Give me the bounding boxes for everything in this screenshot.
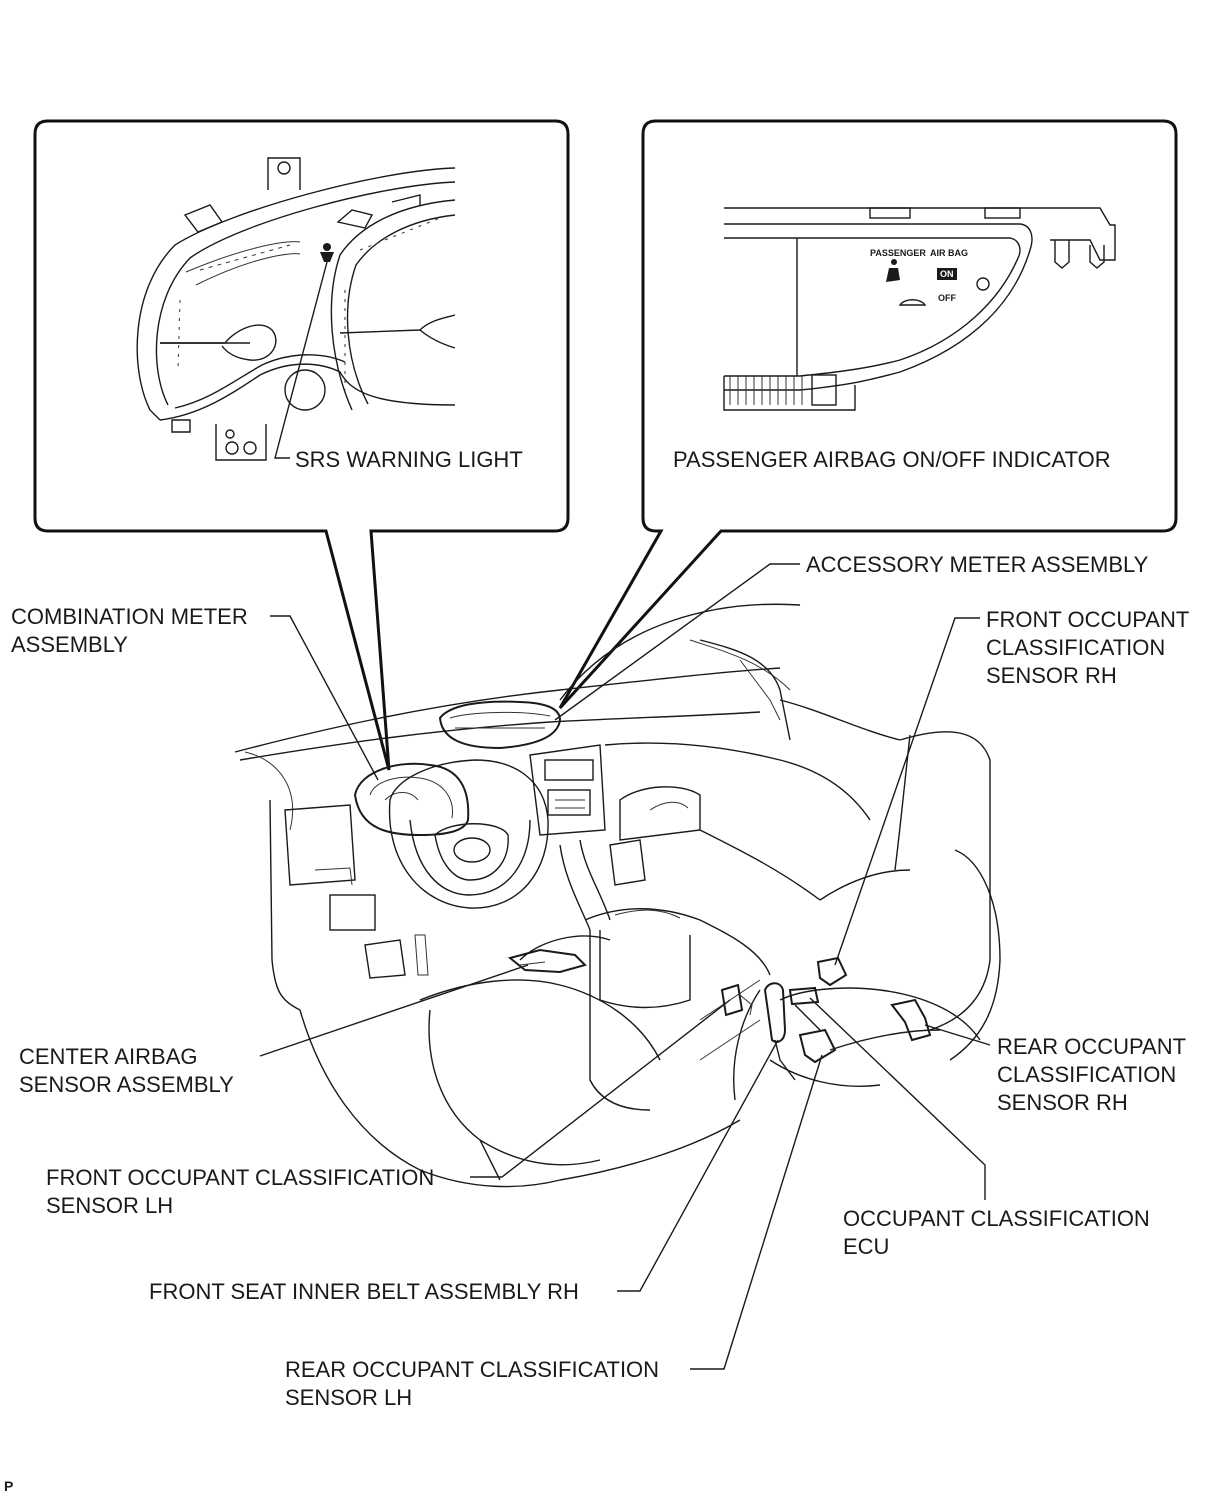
combination-meter-label-2: ASSEMBLY (11, 632, 128, 657)
front-ocs-lh-part (720, 983, 753, 1017)
corner-mark: P (4, 1478, 13, 1494)
front-ocs-rh-label-2: CLASSIFICATION (986, 635, 1165, 660)
indicator-off-text: OFF (938, 293, 956, 303)
accessory-meter-label: ACCESSORY METER ASSEMBLY (806, 552, 1149, 577)
rear-ocs-rh-part (890, 998, 932, 1042)
combination-meter-label-1: COMBINATION METER (11, 604, 248, 629)
combination-meter-detail (136, 157, 456, 461)
indicator-dial-icon (976, 277, 990, 291)
center-airbag-sensor-part (507, 948, 587, 974)
rear-ocs-lh-label-2: SENSOR LH (285, 1385, 412, 1410)
front-ocs-rh-part (816, 956, 848, 987)
oc-ecu-label-2: ECU (843, 1234, 889, 1259)
car-icon (898, 299, 927, 306)
rear-ocs-lh-label-1: REAR OCCUPANT CLASSIFICATION (285, 1357, 659, 1382)
vehicle-interior-drawing (234, 603, 1001, 1188)
accessory-meter-detail: PASSENGER AIR BAG ON OFF (723, 207, 1116, 411)
rear-ocs-lh-part (798, 1028, 837, 1064)
leader-lines (259, 563, 991, 1370)
oc-ecu-label-1: OCCUPANT CLASSIFICATION (843, 1206, 1150, 1231)
center-airbag-label-2: SENSOR ASSEMBLY (19, 1072, 234, 1097)
rear-ocs-rh-label-1: REAR OCCUPANT (997, 1034, 1186, 1059)
indicator-on-lamp (937, 268, 957, 280)
indicator-on-text: ON (940, 269, 954, 279)
front-ocs-rh-label-3: SENSOR RH (986, 663, 1117, 688)
srs-leader-line (274, 261, 328, 459)
front-ocs-lh-label-2: SENSOR LH (46, 1193, 173, 1218)
front-ocs-rh-label-1: FRONT OCCUPANT (986, 607, 1189, 632)
accessory-meter-part (438, 700, 562, 750)
seat-belt-part (763, 982, 796, 1081)
srs-callout-box (33, 119, 570, 771)
rear-ocs-rh-label-2: CLASSIFICATION (997, 1062, 1176, 1087)
passenger-airbag-indicator-label: PASSENGER AIRBAG ON/OFF INDICATOR (673, 447, 1111, 472)
indicator-airbag-text: AIR BAG (930, 248, 968, 258)
indicator-callout-box (558, 119, 1178, 710)
rear-ocs-rh-label-3: SENSOR RH (997, 1090, 1128, 1115)
center-airbag-label-1: CENTER AIRBAG (19, 1044, 197, 1069)
srs-warning-light-label: SRS WARNING LIGHT (295, 447, 523, 472)
front-ocs-lh-label-1: FRONT OCCUPANT CLASSIFICATION (46, 1165, 434, 1190)
front-belt-rh-label: FRONT SEAT INNER BELT ASSEMBLY RH (149, 1279, 579, 1304)
oc-ecu-part (788, 986, 821, 1031)
indicator-passenger-text: PASSENGER (870, 248, 926, 258)
seat-person-icon (886, 259, 900, 282)
